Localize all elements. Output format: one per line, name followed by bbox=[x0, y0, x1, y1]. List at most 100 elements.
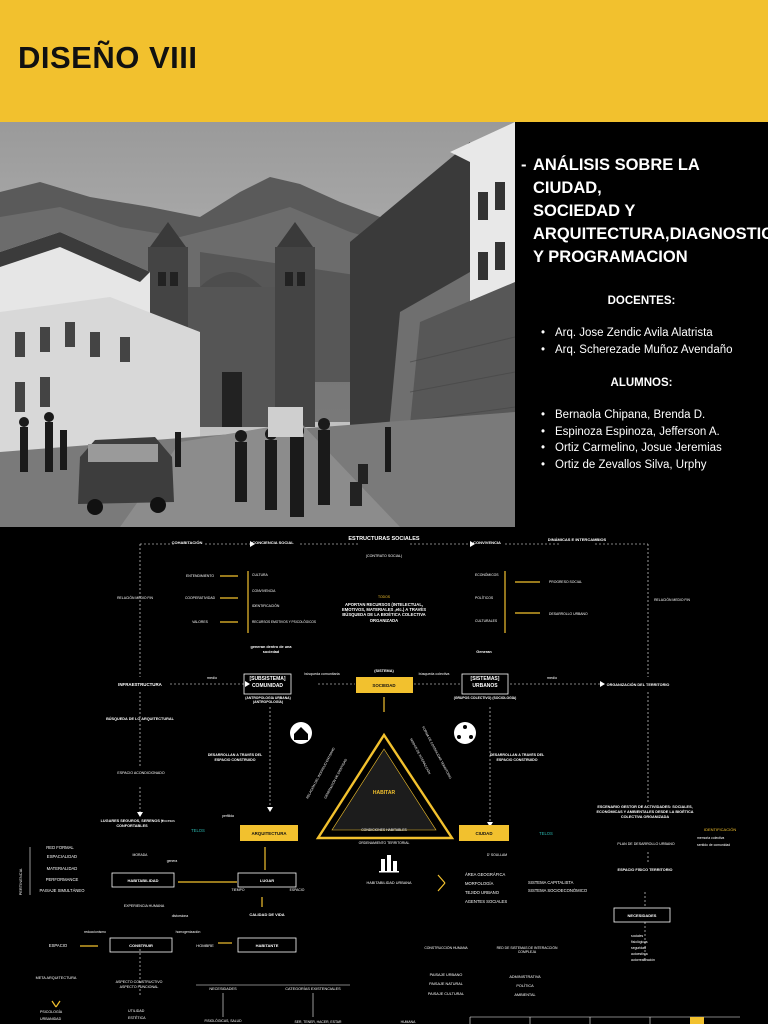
identificacion2-label: IDENTIFICACIÓN bbox=[704, 827, 736, 832]
sociedad-label: SOCIEDAD bbox=[372, 683, 395, 688]
sistemas-urbanos-box bbox=[461, 673, 509, 695]
title-line: ARQUITECTURA,DIAGNOSTICO bbox=[533, 225, 768, 243]
sociales-label: sociales bbox=[631, 934, 644, 938]
memoria-label: memoria colectiva bbox=[697, 836, 724, 840]
busqueda-arq-label: BÚSQUEDA DE LO ARQUITECTURAL bbox=[106, 716, 175, 721]
necesidades-right-label: NECESIDADES bbox=[628, 913, 657, 918]
distorsiona-label: distorsiona bbox=[172, 914, 189, 918]
ambiental-label: AMBIENTAL bbox=[514, 993, 535, 997]
ciudad-label: CIUDAD bbox=[475, 831, 492, 836]
right-diagonal-label-2: MODOS DE INTERACCIÓN bbox=[409, 737, 433, 775]
list-item: Espinoza Espinoza, Jefferson A. bbox=[541, 424, 722, 441]
materialidad-label: MATERIALIDAD bbox=[47, 866, 78, 871]
sistemas-urbanos-label: [SISTEMAS] URBANOS bbox=[470, 676, 500, 689]
telos-left-label: TELOS bbox=[191, 828, 205, 833]
right-diagonal-label-1: FORMA DE CONSOLIDAR TERRITORIO bbox=[421, 726, 452, 780]
seguridad-label: seguridad bbox=[631, 946, 646, 950]
habitante-label: HABITANTE bbox=[256, 943, 279, 948]
dinamicas-label: DINÁMICAS E INTERCAMBIOS bbox=[548, 537, 607, 542]
lugar-label: LUGAR bbox=[260, 878, 274, 883]
medio-right-label: medio bbox=[547, 676, 557, 680]
diagram-connectors bbox=[139, 543, 649, 997]
habitabilidad-box bbox=[111, 872, 175, 888]
fisiologicas-salud-label: FISIOLÓGICAS, SALUD bbox=[204, 1018, 242, 1023]
calidad-label: CALIDAD DE VIDA bbox=[249, 912, 284, 917]
espacio-fisico-text-box: ESPACIO FÍSICO TERRITORIO bbox=[617, 868, 673, 872]
header-bar: DISEÑO VIII bbox=[0, 0, 768, 122]
ser-tener-label: SER, TENER, HACER, ESTAR bbox=[295, 1020, 343, 1024]
contrato-social-label: (CONTRATO SOCIAL) bbox=[366, 554, 402, 558]
list-item: Bernaola Chipana, Brenda D. bbox=[541, 407, 722, 424]
lugar-box bbox=[237, 872, 297, 888]
cohabitacion-label: COHABITACIÓN bbox=[172, 540, 203, 545]
lugares-label: LUGARES SEGUROS, SERENOS Y CONFORTABLES bbox=[100, 819, 164, 828]
alumnos-list: Bernaola Chipana, Brenda D. Espinoza Esp… bbox=[541, 407, 722, 473]
generan2-label: Generan bbox=[476, 650, 492, 654]
politica-label: POLÍTICA bbox=[516, 984, 534, 988]
organizacion-label: ORGANIZACIÓN DEL TERRITORIO bbox=[607, 682, 670, 687]
morada-label: MORADA bbox=[133, 853, 149, 857]
experiencia-label: EXPERIENCIA HUMANA bbox=[123, 904, 165, 908]
sistema-label: (SISTEMA) bbox=[374, 669, 394, 673]
entendimiento-label: ENTENDIMIENTO bbox=[186, 574, 214, 578]
docentes-label: DOCENTES: bbox=[607, 295, 676, 307]
arquitectura-label: ARQUITECTURA bbox=[251, 831, 287, 836]
condiciones-label: CONDICIONES HABITABLES bbox=[361, 828, 407, 832]
aspecto-label: ASPECTO CONSTRUCTIVO ASPECTO FUNCIONAL bbox=[115, 980, 163, 989]
left-diagonal-label-1: RELACIÓN DEL INDIVIDUO ENTORNO bbox=[304, 746, 336, 799]
paisaje-simultaneo-label: PAISAJE SIMULTÁNEO bbox=[40, 888, 86, 893]
espacialidad-label: ESPACIALIDAD bbox=[47, 854, 77, 859]
desarrollo-urbano-label: DESARROLLO URBANO bbox=[549, 612, 588, 616]
homogenizacion-label: homogenización bbox=[176, 930, 201, 934]
sistema-capitalista-label: SISTEMA CAPITALISTA bbox=[528, 880, 574, 885]
pertinencia-label: PERTINENCIA bbox=[18, 868, 23, 895]
grupos-text-box: (GRUPOS COLECTIVO) (SOCIOLOGÍA) bbox=[454, 696, 517, 700]
humana-label: HUMANA bbox=[401, 1020, 416, 1024]
medio-left-label: medio bbox=[207, 676, 217, 680]
construccion-humana-label: CONSTRUCCIÓN HUMANA bbox=[424, 946, 468, 950]
morfologia-label: MORFOLOGÍA bbox=[465, 881, 494, 886]
page-title: DISEÑO VIII bbox=[18, 40, 198, 75]
espacio-fisico-label: ESPACIO FÍSICO TERRITORIO bbox=[617, 868, 673, 872]
espacio-big-label: ESPACIO bbox=[49, 943, 68, 948]
network-icon bbox=[454, 722, 476, 744]
course-info-panel: - ANÁLISIS SOBRE LA CIUDAD, SOCIEDAD Y A… bbox=[515, 122, 768, 527]
habitar-triangle bbox=[315, 732, 455, 840]
analysis-title: - ANÁLISIS SOBRE LA CIUDAD, SOCIEDAD Y A… bbox=[521, 154, 768, 269]
construir-label: CONSTRUIR bbox=[129, 943, 153, 948]
list-item: Ortiz Carmelino, Josue Jeremias bbox=[541, 440, 722, 457]
performance-label: PERFORMANCE bbox=[46, 877, 79, 882]
construccion-humana-text-box: CONSTRUCCIÓN HUMANA bbox=[424, 946, 468, 950]
espacio-acondicionado-text-box: ESPACIO ACONDICIONADO bbox=[117, 771, 164, 775]
convivencia-label: CONVIVENCIA bbox=[252, 589, 276, 593]
paisaje-natural-label: PAISAJE NATURAL bbox=[429, 982, 463, 986]
paisaje-urbano-label: PAISAJE URBANO bbox=[430, 973, 463, 977]
bottom-yellow-mark bbox=[690, 1017, 704, 1024]
plan-label: PLAN DE DESARROLLO URBANO bbox=[617, 842, 675, 846]
autoestima-label: autoestima bbox=[631, 952, 648, 956]
city-icon bbox=[379, 855, 399, 873]
relacion-right-label: RELACIÓN MEDIO FIN bbox=[654, 597, 690, 602]
tejido-label: TEJIDO URBANO bbox=[465, 890, 500, 895]
concept-diagram: COHABITACIÓN CONCIENCIA SOCIAL ESTRUCTUR… bbox=[0, 527, 768, 1024]
habitabilidad-urbana-label: HABITABILIDAD URBANA bbox=[366, 881, 412, 885]
perfilida-label: perfilida bbox=[222, 814, 234, 818]
docentes-list: Arq. Jose Zendic Avila Alatrista Arq. Sc… bbox=[541, 325, 733, 358]
desarrollan-right-text-box: DESARROLLAN A TRAVÉS DEL ESPACIO CONSTRU… bbox=[490, 753, 544, 762]
necesidades-box bbox=[613, 907, 671, 923]
comunidad-text-box: [SUBSISTEMA] COMUNIDAD bbox=[249, 676, 285, 689]
agentes-label: AGENTES SOCIALES bbox=[465, 899, 507, 904]
meta-text-box: META ARQUITECTURA bbox=[36, 976, 77, 980]
ciudad-box bbox=[459, 825, 509, 841]
habitabilidad-label: HABITABILIDAD bbox=[127, 878, 158, 883]
generan-label: generan dentro de una sociedad bbox=[250, 645, 292, 654]
economicos-label: ECONÓMICOS bbox=[475, 572, 499, 577]
cusco-street-photo bbox=[0, 122, 515, 527]
tiempo-label: TIEMPO bbox=[232, 888, 245, 892]
title-line: SOCIEDAD Y bbox=[533, 202, 636, 220]
title-line: ANÁLISIS SOBRE LA CIUDAD, bbox=[533, 156, 700, 197]
progreso-social-label: PROGRESO SOCIAL bbox=[549, 580, 582, 584]
habitante-box bbox=[237, 937, 297, 953]
habitar-label: HABITAR bbox=[373, 790, 396, 796]
red-sistemas-label: RED DE SISTEMAS DE INTERACCIÓN COMPLEJA bbox=[496, 946, 558, 955]
